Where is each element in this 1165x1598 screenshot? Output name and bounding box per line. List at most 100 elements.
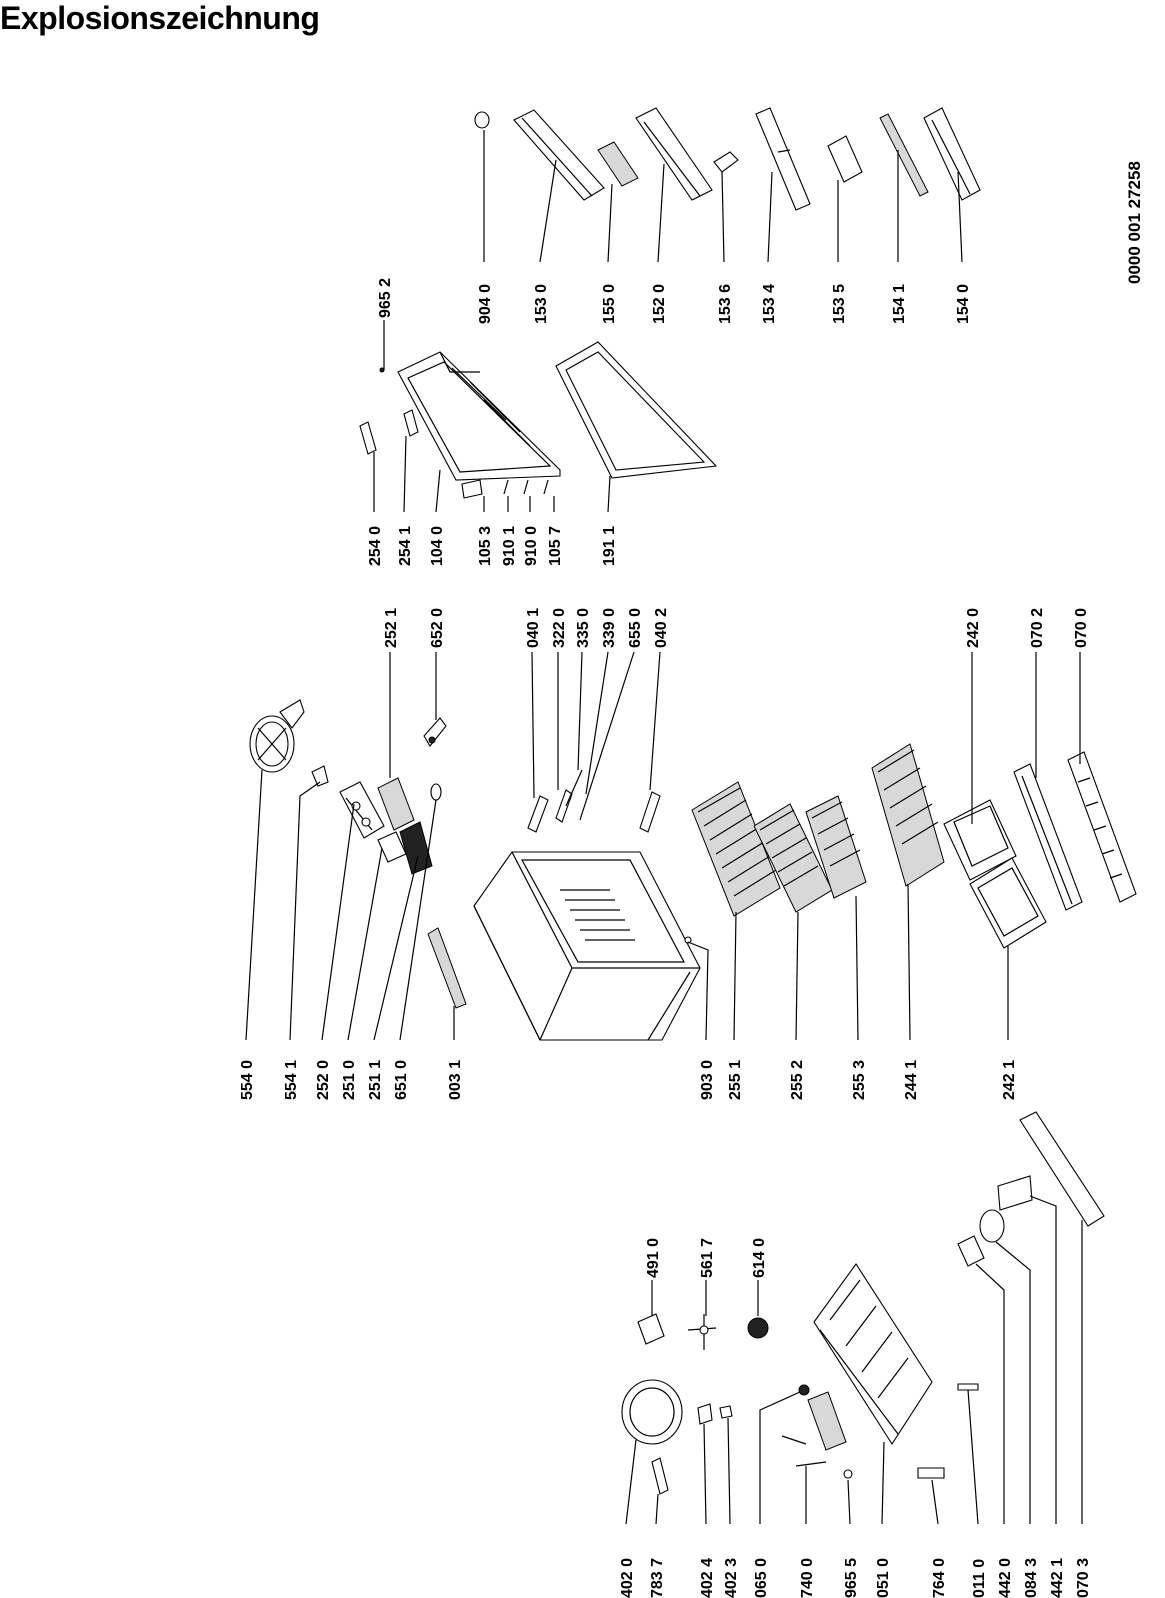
callout-label-442-1: 442 1 bbox=[1049, 1558, 1066, 1598]
condenser-part bbox=[781, 1391, 847, 1467]
fan-motor-parts bbox=[957, 1175, 1033, 1267]
callout-label-154-1: 154 1 bbox=[891, 284, 908, 324]
leader-lines bbox=[245, 130, 1083, 1525]
callout-label-104-0: 104 0 bbox=[429, 526, 446, 566]
knob-part bbox=[430, 783, 442, 801]
callout-label-442-0: 442 0 bbox=[997, 1558, 1014, 1598]
base-tray-part bbox=[813, 1263, 933, 1446]
door-shelf-152-0 bbox=[635, 107, 713, 201]
glass-shelf-255-1 bbox=[691, 781, 781, 917]
callout-label-491-0: 491 0 bbox=[645, 1238, 662, 1278]
callout-label-254-0: 254 0 bbox=[367, 526, 384, 566]
callout-label-153-6: 153 6 bbox=[717, 284, 734, 324]
callout-label-051-0: 051 0 bbox=[875, 1558, 892, 1598]
callout-label-251-0: 251 0 bbox=[341, 1060, 358, 1100]
fan-ring-part bbox=[249, 715, 295, 773]
hinge-652-part bbox=[423, 717, 447, 747]
callout-label-242-0: 242 0 bbox=[965, 608, 982, 648]
glass-shelf-244-1 bbox=[871, 743, 945, 887]
callout-label-554-0: 554 0 bbox=[239, 1060, 256, 1100]
callout-label-040-1: 040 1 bbox=[525, 608, 542, 648]
callout-label-651-0: 651 0 bbox=[393, 1060, 410, 1100]
callout-label-152-0: 152 0 bbox=[651, 284, 668, 324]
bin-153-5 bbox=[827, 135, 863, 183]
callout-label-070-3: 070 3 bbox=[1075, 1558, 1092, 1598]
motor-614-part bbox=[747, 1317, 769, 1339]
callout-label-070-0: 070 0 bbox=[1073, 608, 1090, 648]
callout-label-910-0: 910 0 bbox=[523, 526, 540, 566]
callout-label-153-5: 153 5 bbox=[831, 284, 848, 324]
egg-tray-155-0 bbox=[597, 141, 639, 187]
doc-number: 0000 001 27258 bbox=[1125, 161, 1144, 284]
callout-label-402-0: 402 0 bbox=[619, 1558, 636, 1598]
callout-label-335-0: 335 0 bbox=[575, 608, 592, 648]
callout-label-254-1: 254 1 bbox=[397, 526, 414, 566]
callout-label-903-0: 903 0 bbox=[699, 1060, 716, 1100]
callout-label-554-1: 554 1 bbox=[283, 1060, 300, 1100]
callout-label-910-1: 910 1 bbox=[501, 526, 518, 566]
callout-label-904-0: 904 0 bbox=[477, 284, 494, 324]
compressor-part bbox=[621, 1379, 683, 1445]
callout-label-965-2: 965 2 bbox=[377, 278, 394, 318]
callout-label-252-0: 252 0 bbox=[315, 1060, 332, 1100]
callout-label-003-1: 003 1 bbox=[447, 1060, 464, 1100]
callout-label-252-1: 252 1 bbox=[383, 608, 400, 648]
callout-label-084-3: 084 3 bbox=[1023, 1558, 1040, 1598]
crisper-cover-070-2 bbox=[1013, 763, 1083, 911]
callout-label-965-5: 965 5 bbox=[843, 1558, 860, 1598]
egg-tray-top-part bbox=[474, 111, 490, 129]
relay-491-part bbox=[637, 1313, 665, 1345]
callout-label-065-0: 065 0 bbox=[753, 1558, 770, 1598]
callout-label-322-0: 322 0 bbox=[551, 608, 568, 648]
crisper-cover-070-0 bbox=[1067, 751, 1137, 903]
page-title: Explosionszeichnung bbox=[0, 0, 320, 36]
door-part bbox=[397, 351, 561, 481]
callout-label-105-7: 105 7 bbox=[547, 526, 564, 566]
callout-label-153-4: 153 4 bbox=[761, 284, 778, 324]
callout-label-402-4: 402 4 bbox=[699, 1558, 716, 1598]
clip-153-6 bbox=[713, 151, 739, 173]
callout-label-154-0: 154 0 bbox=[955, 284, 972, 324]
callout-label-251-1: 251 1 bbox=[367, 1060, 384, 1100]
callout-label-561-7: 561 7 bbox=[699, 1238, 716, 1278]
callout-label-652-0: 652 0 bbox=[429, 608, 446, 648]
callout-label-783-7: 783 7 bbox=[649, 1558, 666, 1598]
door-shelf-153-0 bbox=[513, 109, 605, 201]
cover-plate-070-3 bbox=[1019, 1111, 1105, 1227]
callout-label-153-0: 153 0 bbox=[533, 284, 550, 324]
small-parts-machine bbox=[651, 1383, 979, 1495]
callout-label-011-0: 011 0 bbox=[971, 1559, 988, 1598]
callout-label-070-2: 070 2 bbox=[1029, 608, 1046, 648]
callout-label-740-0: 740 0 bbox=[799, 1558, 816, 1598]
cabinet-part bbox=[473, 851, 701, 1041]
callout-label-255-1: 255 1 bbox=[727, 1060, 744, 1100]
callout-label-155-0: 155 0 bbox=[601, 284, 618, 324]
callout-label-402-3: 402 3 bbox=[723, 1558, 740, 1598]
glass-strip-part bbox=[427, 927, 467, 1009]
callout-labels: 554 0 554 1 252 0 251 0 251 1 651 0 003 1 252 1… bbox=[239, 278, 1092, 1598]
drawer-242-0 bbox=[943, 799, 1017, 881]
callout-label-191-1: 191 1 bbox=[601, 526, 618, 566]
door-shelf-154-0 bbox=[923, 107, 981, 201]
callout-label-614-0: 614 0 bbox=[751, 1238, 768, 1278]
fan-bracket-part bbox=[279, 699, 329, 787]
lamp-cover-part bbox=[339, 781, 385, 839]
callout-label-040-2: 040 2 bbox=[653, 608, 670, 648]
callout-label-244-1: 244 1 bbox=[903, 1060, 920, 1100]
callout-label-242-1: 242 1 bbox=[1001, 1060, 1018, 1100]
bar-154-1 bbox=[879, 113, 929, 197]
callout-label-339-0: 339 0 bbox=[601, 608, 618, 648]
callout-label-255-3: 255 3 bbox=[851, 1060, 868, 1100]
door-gasket-part bbox=[555, 341, 718, 479]
glass-shelf-255-3 bbox=[805, 795, 867, 899]
callout-label-255-2: 255 2 bbox=[789, 1060, 806, 1100]
drawer-242-1 bbox=[969, 857, 1047, 949]
control-panel-part bbox=[377, 777, 433, 875]
rail-153-4 bbox=[755, 107, 811, 211]
callout-label-764-0: 764 0 bbox=[931, 1558, 948, 1598]
callout-label-105-3: 105 3 bbox=[477, 526, 494, 566]
door-hinge-parts bbox=[359, 367, 549, 499]
callout-label-655-0: 655 0 bbox=[627, 608, 644, 648]
valve-561-part bbox=[687, 1314, 717, 1350]
